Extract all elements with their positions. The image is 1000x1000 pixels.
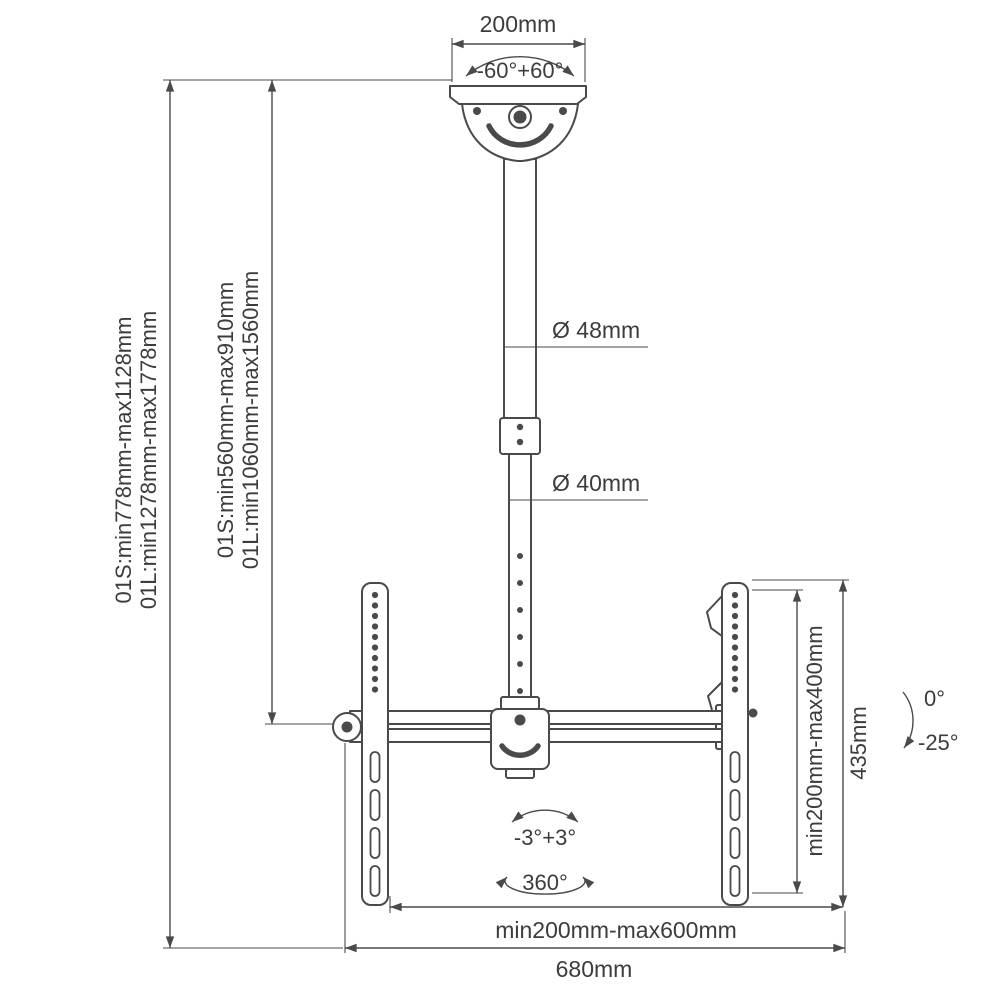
pole-height-01l-label: 01L:min1060mm-max1560mm <box>238 271 263 569</box>
right-height-dimension <box>752 579 849 907</box>
top-hook <box>705 595 723 637</box>
tilt-hub <box>490 696 550 779</box>
arm-range-label: min200mm-max600mm <box>495 917 737 943</box>
swivel-dome <box>461 103 579 162</box>
bottom-width-dimension <box>344 743 846 953</box>
total-width-label: 680mm <box>556 956 633 982</box>
swivel-slot <box>486 123 554 148</box>
level-range-label: -3°+3° <box>514 825 576 850</box>
upper-tube <box>503 158 537 422</box>
swivel-arc <box>465 55 575 77</box>
right-vesa-rail <box>705 582 758 906</box>
swivel-range-label: -60°+60° <box>477 58 564 83</box>
left-height-dimensions <box>163 79 452 949</box>
lower-hook <box>706 681 723 711</box>
bracket-height-label: 435mm <box>846 706 871 779</box>
upper-diameter-label: Ø 48mm <box>552 317 640 343</box>
ceiling-plate <box>449 85 587 105</box>
left-vesa-rail <box>361 582 389 906</box>
ceiling-bracket <box>449 85 587 162</box>
lower-diameter-label: Ø 40mm <box>552 470 640 496</box>
vesa-range-label: min200mm-max400mm <box>802 625 827 856</box>
bottom-arm-dimension <box>389 896 843 913</box>
level-arc <box>511 809 579 823</box>
pole <box>499 158 648 705</box>
plate-width-label: 200mm <box>480 11 557 37</box>
total-height-01s-label: 01S:min778mm-max1128mm <box>111 317 136 604</box>
locking-knob <box>332 712 362 742</box>
rotation-arc <box>495 876 595 895</box>
side-bolt <box>748 708 758 718</box>
tilt-arc <box>902 691 915 749</box>
top-width-dimension <box>451 38 586 82</box>
tilt-up-label: 0° <box>924 686 945 711</box>
tilt-down-label: -25° <box>918 730 959 755</box>
right-vesa-dimension <box>752 589 803 894</box>
rotation-label: 360° <box>522 870 568 895</box>
collar <box>499 417 541 455</box>
center-bolt <box>513 110 527 124</box>
total-height-01l-label: 01L:min1278mm-max1778mm <box>136 311 161 609</box>
pole-height-01s-label: 01S:min560mm-max910mm <box>213 282 238 558</box>
